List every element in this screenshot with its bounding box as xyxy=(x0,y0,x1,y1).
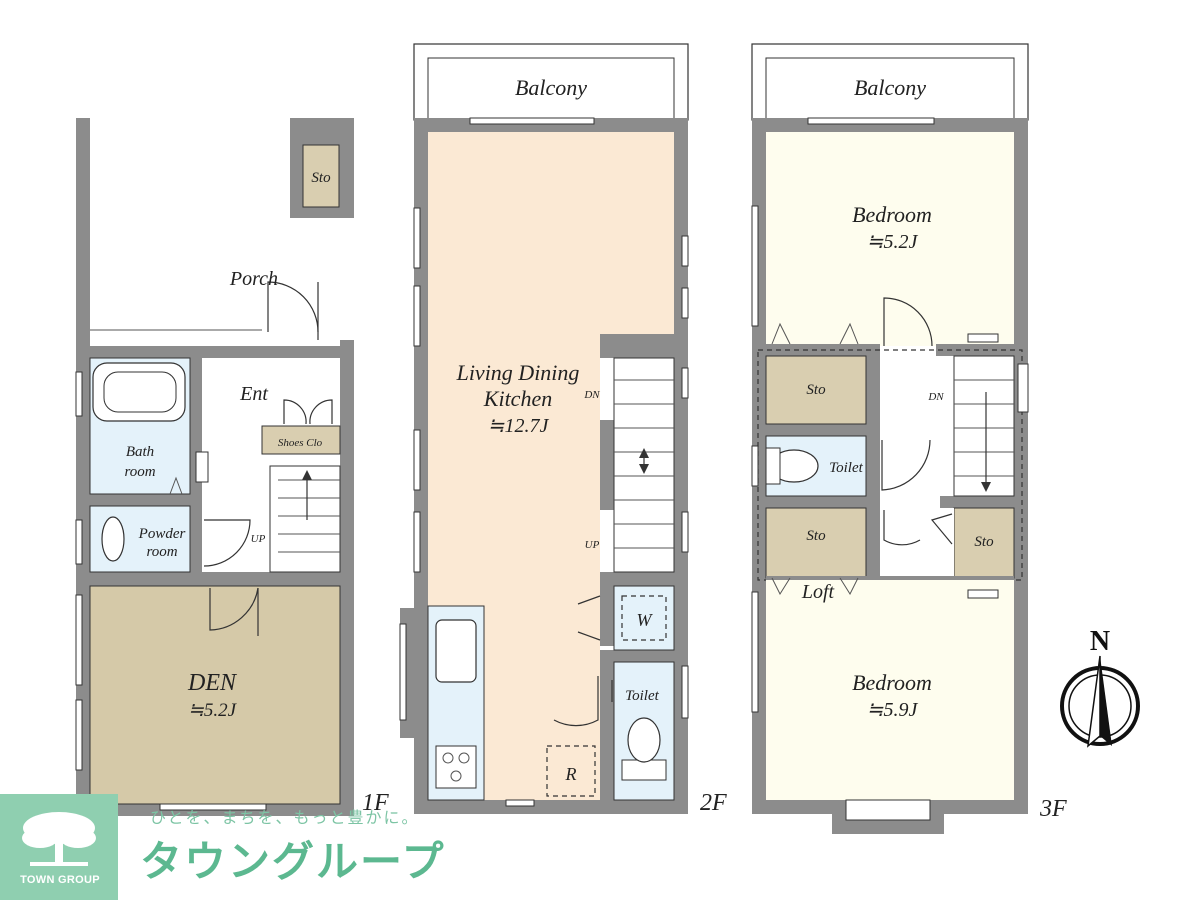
brand-footer: TOWN GROUP ひとを、まちを、もっと豊かに。 タウングループ xyxy=(0,794,480,900)
town-group-logo: TOWN GROUP xyxy=(0,794,118,900)
label-balcony-3f: Balcony xyxy=(854,75,926,100)
label-w: W xyxy=(637,610,654,630)
brand-company-name: タウングループ xyxy=(140,837,446,886)
label-ldk-1: Living Dining xyxy=(456,360,580,385)
label-balcony-2f: Balcony xyxy=(515,75,587,100)
label-den: DEN xyxy=(187,670,238,696)
label-toilet-3f: Toilet xyxy=(829,460,863,476)
label-dn-2f: DN xyxy=(583,389,600,401)
label-bedroom-2: Bedroom xyxy=(852,670,932,695)
floor-label-1f: 1F xyxy=(362,790,389,816)
floor-label-3f: 3F xyxy=(1039,796,1067,822)
label-powder-1: Powder xyxy=(138,526,186,542)
floor-3f: Balcony Bedroom ≒5.2J Sto DN Toilet Sto … xyxy=(751,43,1067,834)
label-porch: Porch xyxy=(229,268,278,290)
label-bedroom-1-size: ≒5.2J xyxy=(867,231,919,253)
label-powder-2: room xyxy=(146,544,177,560)
label-r: R xyxy=(565,764,577,784)
label-shoes-closet: Shoes Clo xyxy=(278,437,323,449)
label-bedroom-2-size: ≒5.9J xyxy=(867,699,919,721)
label-bath-1: Bath xyxy=(126,444,154,460)
label-bedroom-1: Bedroom xyxy=(852,202,932,227)
label-loft: Loft xyxy=(801,581,835,603)
label-sto: Sto xyxy=(311,170,331,186)
tree-icon xyxy=(22,812,96,866)
north-compass-icon: N xyxy=(1060,626,1140,748)
label-sto-3f-3: Sto xyxy=(974,534,994,550)
floor-2f: Balcony Living Dining Kitchen ≒12.7J DN … xyxy=(399,43,727,816)
label-den-size: ≒5.2J xyxy=(188,700,238,721)
brand-tagline: ひとを、まちを、もっと豊かに。 xyxy=(150,808,420,827)
label-bath-2: room xyxy=(124,464,155,480)
floor-1f: Sto Porch Ent Bath room Shoes Clo Powder… xyxy=(75,118,389,816)
label-dn-3f: DN xyxy=(927,391,944,403)
logo-text: TOWN GROUP xyxy=(20,874,100,886)
label-ldk-2: Kitchen xyxy=(483,386,552,411)
label-ldk-size: ≒12.7J xyxy=(488,415,550,437)
label-toilet-2f: Toilet xyxy=(625,688,659,704)
label-up-1f: UP xyxy=(251,533,266,545)
floor-label-2f: 2F xyxy=(700,790,727,816)
label-ent: Ent xyxy=(239,383,268,405)
label-sto-3f-1: Sto xyxy=(806,382,826,398)
compass-north-label: N xyxy=(1090,626,1110,657)
label-up-2f: UP xyxy=(585,539,600,551)
label-sto-3f-2: Sto xyxy=(806,528,826,544)
